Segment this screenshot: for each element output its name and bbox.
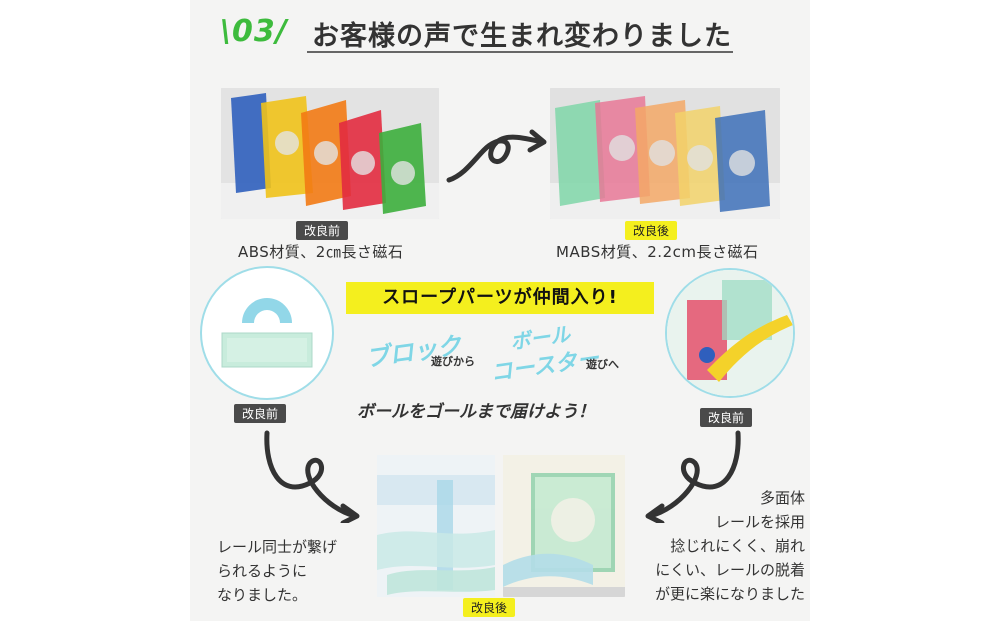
after-caption: MABS材質、2.2cm長さ磁石 [556, 243, 759, 261]
block-play-label: 遊びから [431, 355, 475, 368]
before-tag: 改良前 [296, 221, 349, 240]
slope-parts-banner: スロープパーツが仲間入り! [346, 282, 654, 314]
after-photo [550, 88, 780, 219]
rail-photo-right [503, 455, 625, 597]
curly-arrow-left-icon [264, 430, 360, 523]
page-title: お客様の声で生まれ変わりました [312, 21, 732, 52]
polyhedral-line-1: 多面体 [759, 489, 805, 507]
polyhedral-line-3: 捻じれにくく、崩れ [670, 537, 805, 555]
coaster-play-label: 遊びへ [586, 358, 619, 371]
section-number: \03/ [220, 14, 288, 49]
goal-text: ボールをゴールまで届けよう！ [357, 402, 595, 422]
polyhedral-line-4: にくい、レールの脱着 [655, 561, 805, 579]
rail-photo-left [377, 455, 495, 597]
curly-arrow-icon [446, 129, 547, 183]
after-tag: 改良後 [625, 221, 678, 240]
slope-block-circle [665, 268, 795, 398]
rail-connect-line-2: られるように [217, 562, 308, 580]
slope-before-circle [200, 266, 334, 400]
before-caption: ABS材質、2㎝長さ磁石 [238, 243, 404, 261]
bottom-after-tag: 改良後 [463, 598, 516, 617]
rail-connect-line-3: なりました。 [217, 586, 308, 604]
rail-connect-text: レール同士が繋げ られるように なりました。 [217, 535, 337, 607]
polyhedral-line-2: レールを採用 [714, 513, 805, 531]
rail-connect-line-1: レール同士が繋げ [217, 538, 338, 556]
circle-left-tag: 改良前 [234, 404, 287, 423]
title-underline [307, 51, 733, 53]
polyhedral-line-5: が更に楽になりました [654, 585, 805, 603]
curly-arrow-right-icon [645, 430, 741, 523]
circle-right-tag: 改良前 [700, 408, 753, 427]
before-photo [221, 88, 439, 219]
polyhedral-rail-text: 多面体 レールを採用 捻じれにくく、崩れ にくい、レールの脱着 が更に楽になりま… [655, 486, 805, 606]
